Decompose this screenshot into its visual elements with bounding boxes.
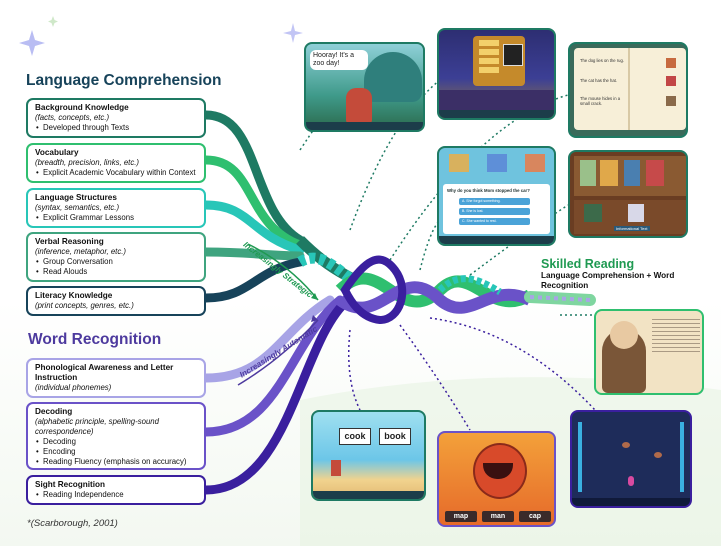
strand-heading: Sight Recognition [35,480,106,489]
strand-verbal-reasoning: Verbal Reasoning (inference, metaphor, e… [26,232,206,282]
shelf-label: Informational Text [614,226,650,231]
screenshot-monster-word-choice: map man cap [437,431,556,527]
strand-heading: Background Knowledge [35,103,129,112]
strand-heading: Phonological Awareness and Letter Instru… [35,363,174,382]
children-figure [346,88,372,124]
screenshot-word-cards-beach: cook book [311,410,426,501]
screenshot-open-book: The dog lies on the rug. The cat has the… [568,42,688,138]
player-ship [628,476,634,486]
asteroid [622,442,630,448]
quiz-option[interactable]: B. She is lost. [459,208,530,215]
quiz-option[interactable]: A. She forgot something. [459,198,530,205]
strand-phonological-awareness: Phonological Awareness and Letter Instru… [26,358,206,398]
screenshot-word-machine [437,28,556,120]
skilled-reading-title: Skilled Reading [541,257,635,271]
screenshot-bookshelf: Informational Text [568,150,688,238]
strand-vocabulary: Vocabulary (breadth, precision, links, e… [26,143,206,183]
strand-bullet: Reading Independence [36,490,197,500]
strand-bullet: Group Conversation [36,257,197,267]
strand-bullet: Explicit Grammar Lessons [36,213,197,223]
sparkle-icon [283,23,303,43]
strand-bullet: Developed through Texts [36,123,197,133]
sparkle-icon [48,16,58,27]
book-line: The cat has the hat. [580,78,618,83]
strand-subtitle: (inference, metaphor, etc.) [35,247,127,256]
screenshot-space-game [570,410,692,508]
strand-language-structures: Language Structures (syntax, semantics, … [26,188,206,228]
strand-subtitle: (print concepts, genres, etc.) [35,301,134,310]
word-choice-button[interactable]: man [482,511,514,522]
strand-heading: Vocabulary [35,148,79,157]
quiz-option[interactable]: C. She wanted to rest. [459,218,530,225]
strand-bullet: Decoding [36,437,197,447]
strand-subtitle: (facts, concepts, etc.) [35,113,110,122]
strand-bullet: Reading Fluency (emphasis on accuracy) [36,457,197,467]
word-recognition-title: Word Recognition [28,331,162,348]
strand-literacy-knowledge: Literacy Knowledge (print concepts, genr… [26,286,206,316]
book-line: The dog lies on the rug. [580,58,624,63]
strand-decoding: Decoding (alphabetic principle, spelling… [26,402,206,470]
monster-figure [473,443,527,499]
strand-bullet: Explicit Academic Vocabulary within Cont… [36,168,197,178]
word-choice-button[interactable]: map [445,511,477,522]
strand-subtitle: (breadth, precision, links, etc.) [35,158,140,167]
screenshot-zoo-scene: Hooray! It's a zoo day! [304,42,425,132]
screenshot-historical-figure [594,309,704,395]
strand-heading: Decoding [35,407,73,416]
speech-text: Hooray! It's a zoo day! [313,52,355,67]
quiz-question: Why do you think Mom stopped the car? [447,188,530,193]
word-card[interactable]: book [379,428,411,445]
skilled-reading-subtitle: Language Comprehension + Word Recognitio… [541,271,675,290]
strand-subtitle: (individual phonemes) [35,383,112,392]
screenshot-comprehension-quiz: Why do you think Mom stopped the car? A.… [437,146,556,246]
strand-background-knowledge: Background Knowledge (facts, concepts, e… [26,98,206,138]
asteroid [654,452,662,458]
skilled-reading-label: Skilled Reading Language Comprehension +… [541,257,691,291]
word-choice-button[interactable]: cap [519,511,551,522]
strand-heading: Literacy Knowledge [35,291,113,300]
strand-heading: Verbal Reasoning [35,237,104,246]
strand-sight-recognition: Sight Recognition Reading Independence [26,475,206,505]
citation: *(Scarborough, 2001) [27,518,118,529]
language-comprehension-title: Language Comprehension [26,72,222,89]
strand-bullet: Encoding [36,447,197,457]
strand-subtitle: (syntax, semantics, etc.) [35,203,120,212]
strand-bullet: Read Alouds [36,267,197,277]
word-card[interactable]: cook [339,428,371,445]
strand-heading: Language Structures [35,193,117,202]
hippo-figure [364,52,422,102]
speech-bubble: Hooray! It's a zoo day! [310,50,368,70]
strand-subtitle: (alphabetic principle, spelling-sound co… [35,417,159,436]
sparkle-icon [19,30,45,56]
book-line: The mouse hides in a small crack. [580,96,621,106]
